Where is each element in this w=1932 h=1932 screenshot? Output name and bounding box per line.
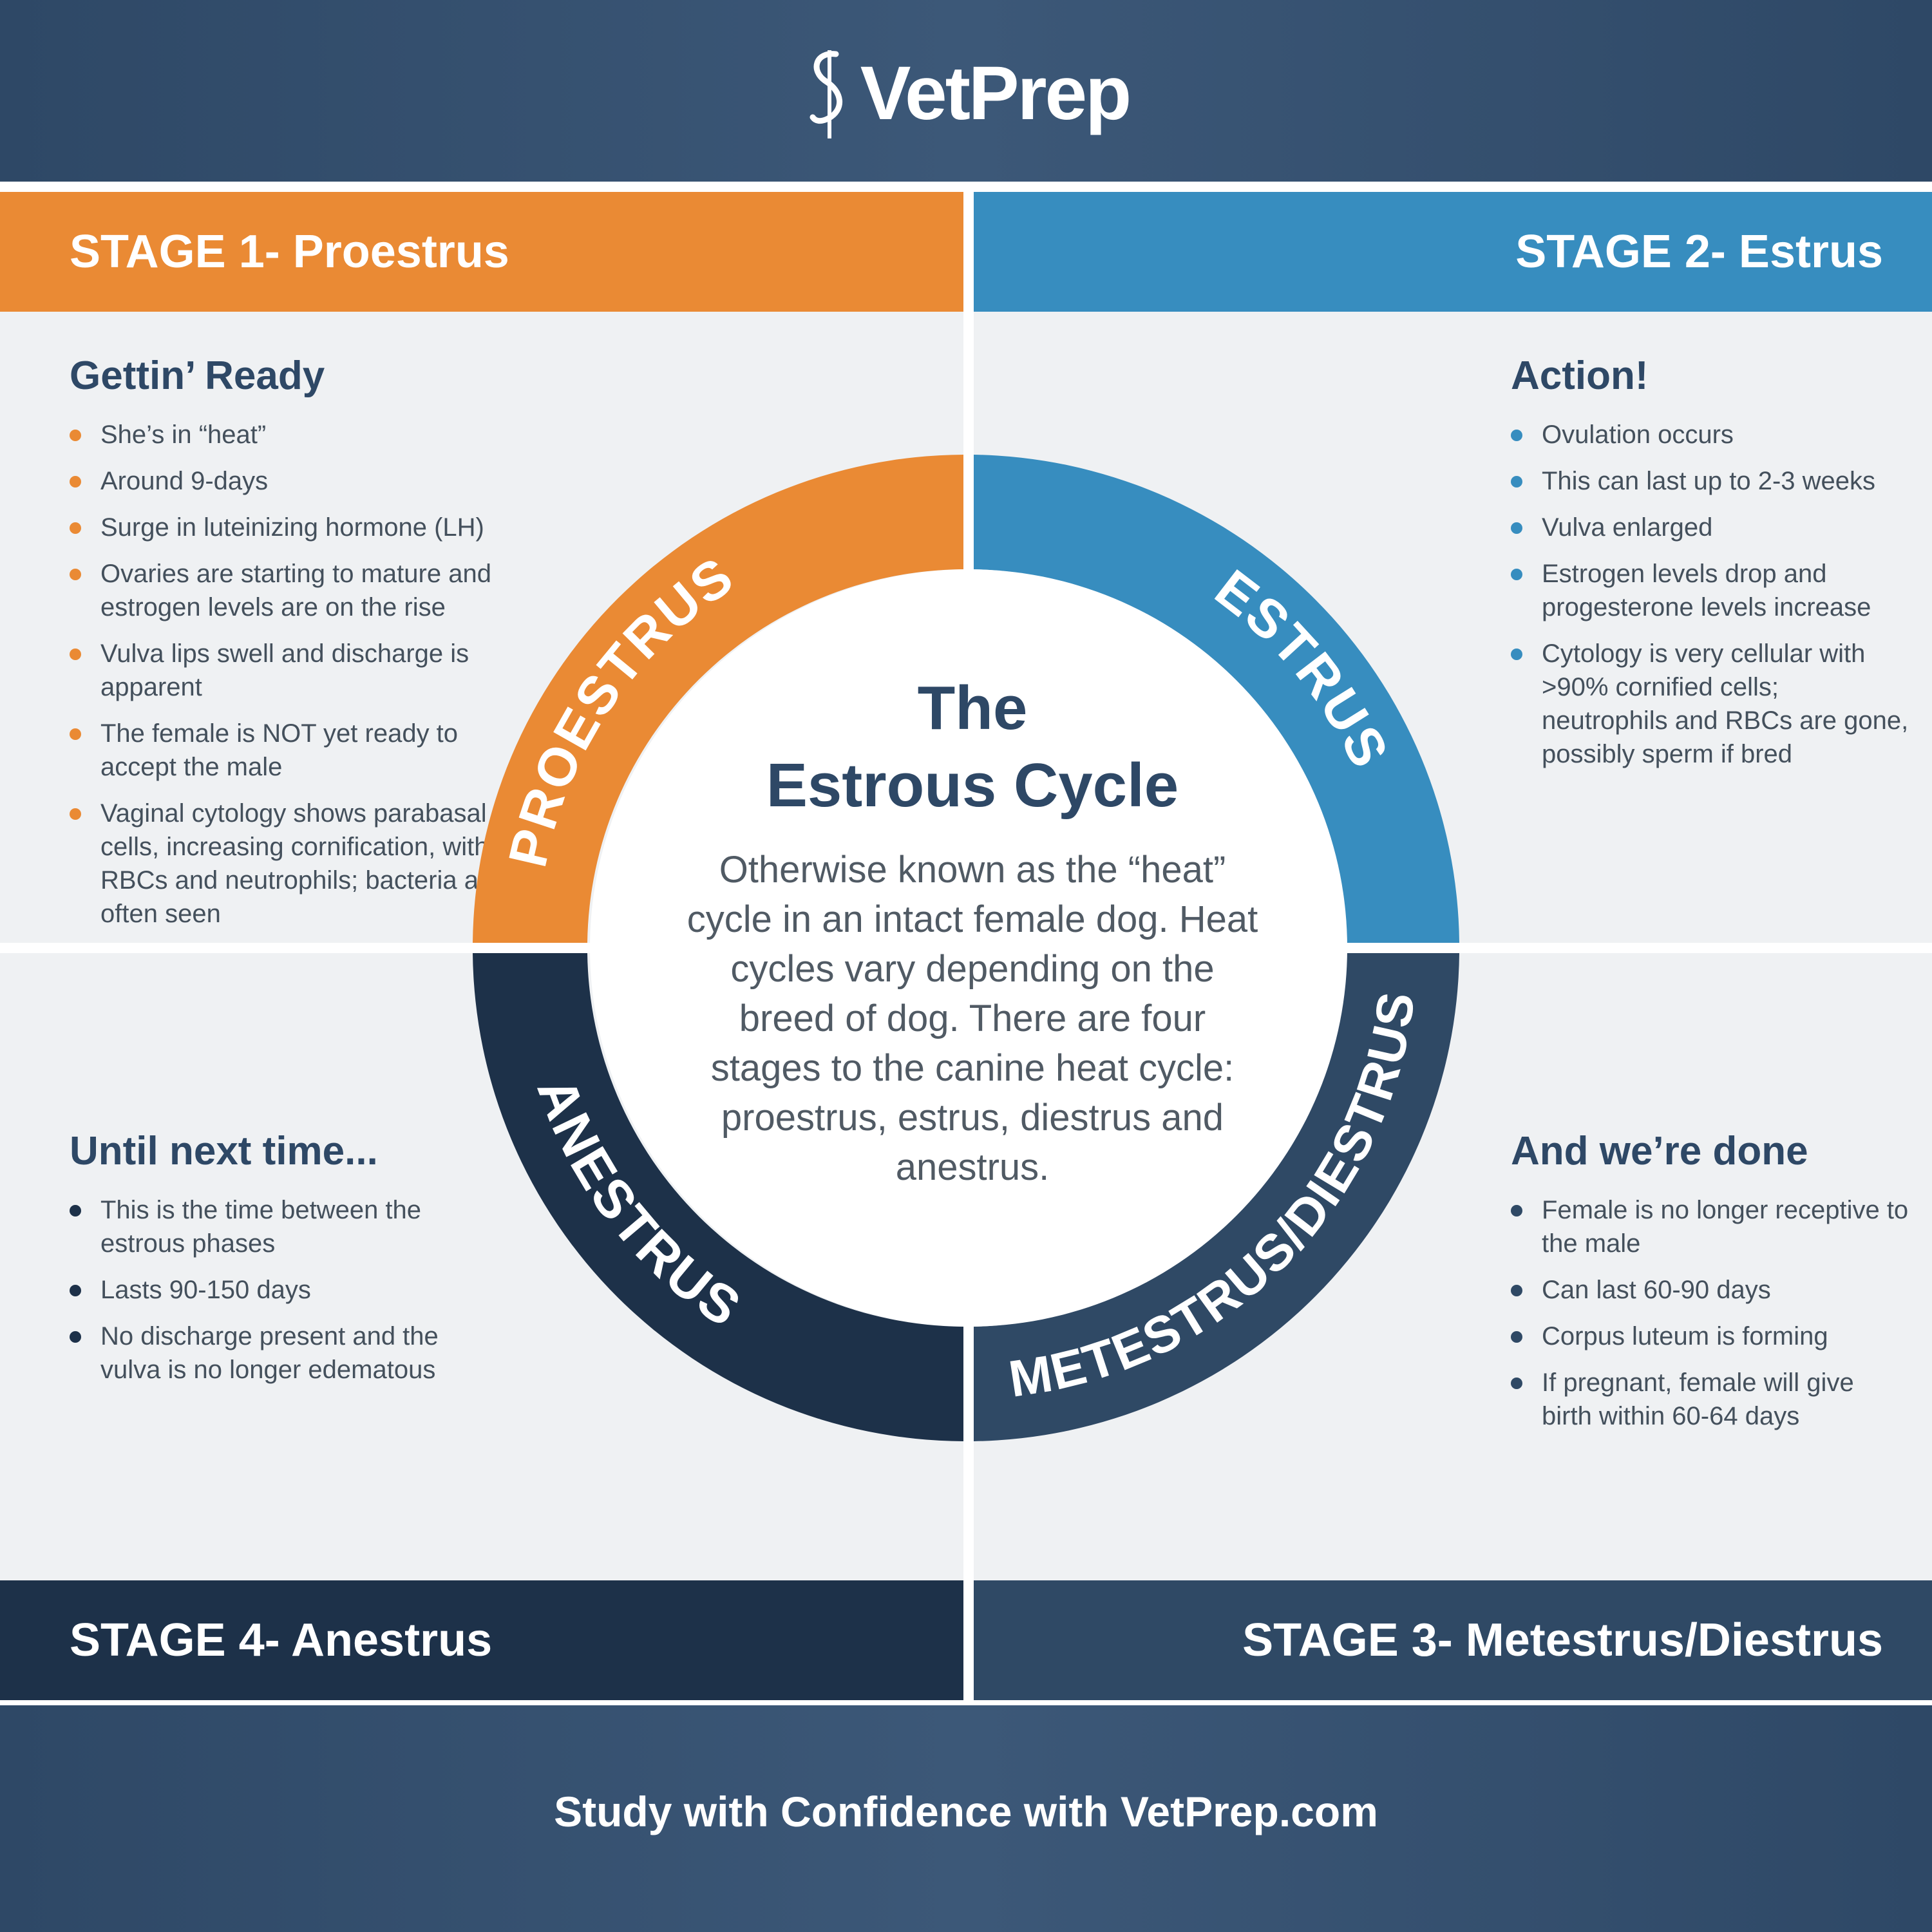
stage-3-panel: And we’re done Female is no longer recep… bbox=[1511, 1128, 1910, 1446]
bullet-icon bbox=[1511, 430, 1522, 441]
list-item: This can last up to 2-3 weeks bbox=[1511, 464, 1910, 498]
stage-4-list: This is the time between the estrous pha… bbox=[70, 1193, 488, 1387]
center-title-line-1: The bbox=[917, 674, 1028, 743]
list-item: Ovulation occurs bbox=[1511, 418, 1910, 451]
stage-4-bar: STAGE 4- Anestrus bbox=[0, 1580, 963, 1700]
list-item: Surge in luteinizing hormone (LH) bbox=[70, 511, 507, 544]
caduceus-icon bbox=[810, 50, 842, 138]
list-item: If pregnant, female will give birth with… bbox=[1511, 1366, 1910, 1433]
list-item: Vaginal cytology shows parabasal cells, … bbox=[70, 797, 507, 931]
footer-banner bbox=[0, 1705, 1932, 1932]
stage-1-list: She’s in “heat” Around 9-days Surge in l… bbox=[70, 418, 507, 931]
bullet-icon bbox=[70, 728, 81, 740]
bullet-icon bbox=[70, 649, 81, 660]
stage-3-heading: And we’re done bbox=[1511, 1129, 1808, 1173]
bullet-icon bbox=[70, 569, 81, 580]
list-item: Lasts 90-150 days bbox=[70, 1273, 488, 1307]
ring-segment-metestrus bbox=[974, 953, 1459, 1441]
footer-text[interactable]: Study with Confidence with VetPrep.com bbox=[554, 1788, 1378, 1835]
stage-2-heading: Action! bbox=[1511, 354, 1649, 398]
list-item: Ovaries are starting to mature and estro… bbox=[70, 557, 507, 624]
bullet-icon bbox=[1511, 1205, 1522, 1217]
stage-3-list: Female is no longer receptive to the mal… bbox=[1511, 1193, 1910, 1433]
bullet-icon bbox=[1511, 569, 1522, 580]
list-item: She’s in “heat” bbox=[70, 418, 507, 451]
center-title: The Estrous Cycle bbox=[708, 670, 1236, 824]
list-item: This is the time between the estrous pha… bbox=[70, 1193, 488, 1260]
list-item: Estrogen levels drop and progesterone le… bbox=[1511, 557, 1910, 624]
bullet-icon bbox=[70, 1285, 81, 1296]
ring-segment-estrus bbox=[974, 455, 1459, 943]
list-item: The female is NOT yet ready to accept th… bbox=[70, 717, 507, 784]
bullet-icon bbox=[70, 1331, 81, 1343]
list-item: Around 9-days bbox=[70, 464, 507, 498]
stage-4-panel: Until next time... This is the time betw… bbox=[70, 1128, 488, 1399]
list-item: Vulva lips swell and discharge is appare… bbox=[70, 637, 507, 704]
bullet-icon bbox=[1511, 1285, 1522, 1296]
bullet-icon bbox=[1511, 476, 1522, 488]
list-item: Can last 60-90 days bbox=[1511, 1273, 1910, 1307]
list-item: Vulva enlarged bbox=[1511, 511, 1910, 544]
bullet-icon bbox=[1511, 522, 1522, 534]
stage-1-panel: Gettin’ Ready She’s in “heat” Around 9-d… bbox=[70, 353, 507, 943]
ring-segment-anestrus bbox=[473, 953, 963, 1441]
center-title-line-2: Estrous Cycle bbox=[766, 751, 1179, 820]
header-banner bbox=[0, 0, 1932, 182]
list-item: No discharge present and the vulva is no… bbox=[70, 1320, 488, 1387]
list-item: Corpus luteum is forming bbox=[1511, 1320, 1910, 1353]
stage-1-bar: STAGE 1- Proestrus bbox=[0, 192, 963, 312]
center-disc bbox=[590, 569, 1347, 1327]
stage-2-panel: Action! Ovulation occurs This can last u… bbox=[1511, 353, 1910, 784]
bullet-icon bbox=[70, 1205, 81, 1217]
list-item: Cytology is very cellular with >90% corn… bbox=[1511, 637, 1910, 771]
bullet-icon bbox=[1511, 1331, 1522, 1343]
bullet-icon bbox=[70, 522, 81, 534]
bullet-icon bbox=[70, 430, 81, 441]
bullet-icon bbox=[70, 476, 81, 488]
stage-3-bar: STAGE 3- Metestrus/Diestrus bbox=[974, 1580, 1932, 1700]
bullet-icon bbox=[1511, 1378, 1522, 1389]
bullet-icon bbox=[70, 808, 81, 820]
vetprep-logo[interactable]: VetPrep bbox=[0, 45, 1932, 142]
ring-segment-proestrus bbox=[473, 455, 963, 943]
bullet-icon bbox=[1511, 649, 1522, 660]
list-item: Female is no longer receptive to the mal… bbox=[1511, 1193, 1910, 1260]
center-description: Otherwise known as the “heat” cycle in a… bbox=[687, 849, 1258, 1188]
stage-4-heading: Until next time... bbox=[70, 1129, 378, 1173]
stage-2-list: Ovulation occurs This can last up to 2-3… bbox=[1511, 418, 1910, 771]
stage-1-heading: Gettin’ Ready bbox=[70, 354, 325, 398]
logo-text: VetPrep bbox=[860, 51, 1132, 136]
stage-2-bar: STAGE 2- Estrus bbox=[974, 192, 1932, 312]
